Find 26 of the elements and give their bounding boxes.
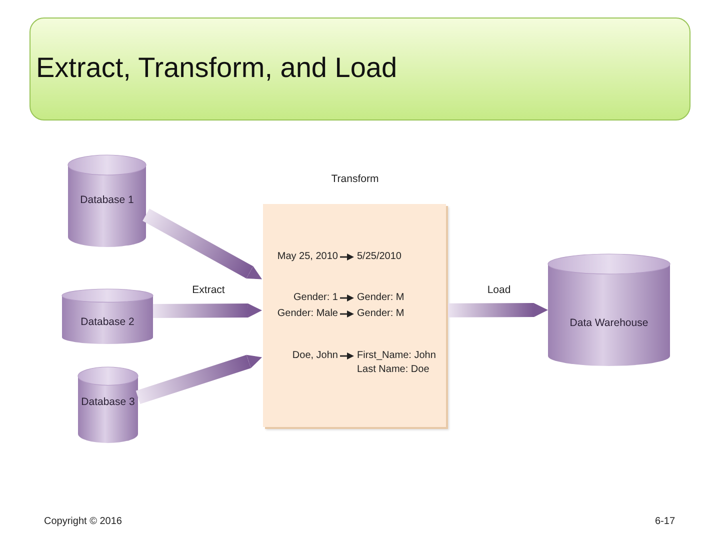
page-number: 6-17 [655, 516, 676, 527]
field-value: Gender: 1 [292, 291, 338, 305]
title: Extract, Transform, and Load [36, 52, 398, 84]
node-label: Database 3 [80, 396, 136, 408]
arrow [340, 352, 354, 360]
field-value: Gender: M [357, 291, 406, 305]
block-arrow [448, 303, 548, 318]
block-arrow [142, 208, 262, 280]
panel-heading: Transform [330, 173, 380, 185]
field-value: Gender: M [357, 307, 406, 321]
arrow [340, 294, 354, 302]
field-value: May 25, 2010 [276, 250, 338, 264]
field-value: Gender: Male [276, 307, 338, 321]
edge-label: Load [486, 284, 512, 296]
footer-note: Copyright © 2016 [44, 516, 122, 527]
edge-label: Extract [191, 284, 226, 296]
arrow [340, 310, 354, 318]
node-label: Database 2 [80, 316, 136, 328]
block-arrow [152, 303, 262, 318]
node-label: Data Warehouse [568, 317, 650, 329]
arrow [340, 254, 354, 260]
block-arrow [136, 354, 262, 404]
node-label: Database 1 [79, 194, 135, 206]
field-value: First_Name: John Last Name: Doe [357, 349, 437, 377]
field-value: 5/25/2010 [357, 250, 402, 264]
field-value: Doe, John [291, 349, 338, 363]
